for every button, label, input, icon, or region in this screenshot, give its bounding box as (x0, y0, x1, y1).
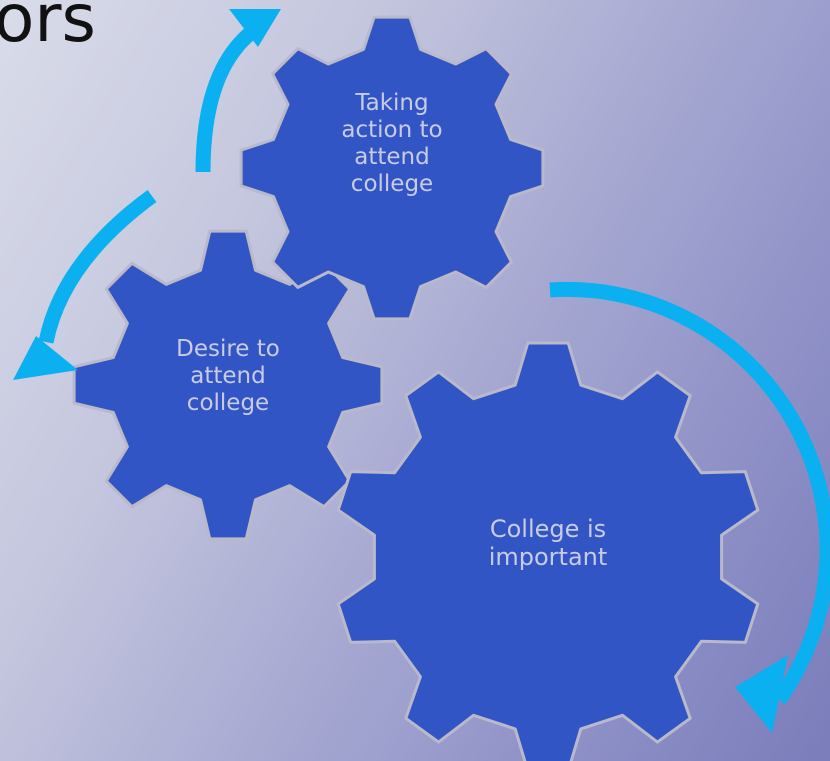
curved-arrow-icon (229, 9, 281, 47)
arrow-important-cycle (549, 281, 830, 733)
curved-arrow-icon (13, 336, 78, 380)
slide-title: ors (0, 0, 96, 57)
gear-label-taking-action: Taking action to attend college (341, 90, 443, 198)
curved-arrow-icon (735, 655, 788, 733)
gear-college-important (336, 341, 760, 761)
arrow-to-action (195, 9, 281, 173)
gear-label-college-important: College is important (488, 515, 608, 572)
gear-label-desire-to-attend: Desire to attend college (176, 336, 280, 417)
gear-taking-action (239, 15, 545, 321)
arrow-to-desire (13, 189, 157, 380)
